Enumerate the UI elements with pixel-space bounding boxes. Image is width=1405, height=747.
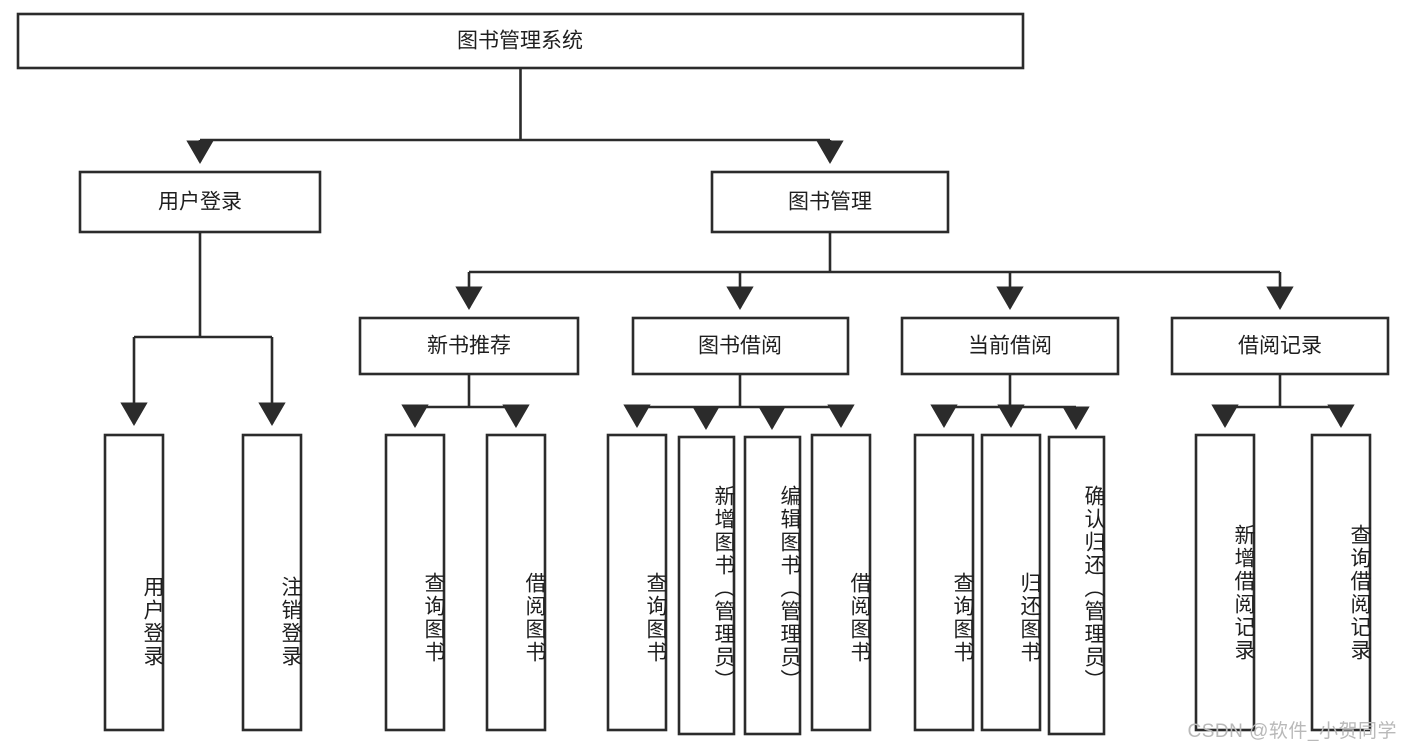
node-user-login[interactable]: 用户登录 — [78, 170, 322, 234]
node-leaf-confirm-return-box[interactable] — [1047, 435, 1106, 736]
node-leaf-borrow-book-box[interactable] — [810, 433, 872, 732]
node-current-borrow-box[interactable] — [900, 316, 1120, 376]
connector-user-login-to-leaves — [120, 232, 286, 426]
node-leaf-add-book-box[interactable] — [677, 435, 736, 736]
node-borrow-record-box[interactable] — [1170, 316, 1390, 376]
node-book-borrow-label: 图书借阅 — [698, 335, 782, 358]
node-new-book-recommend[interactable]: 新书推荐 — [358, 316, 580, 376]
node-user-login-box[interactable] — [78, 170, 322, 234]
node-leaf-add-borrow-record-box[interactable] — [1194, 433, 1256, 732]
node-borrow-record-label: 借阅记录 — [1238, 335, 1322, 358]
connector-borrow-record-to-leaves — [1211, 374, 1355, 428]
node-leaf-query-book-borrow-box[interactable] — [606, 433, 668, 732]
node-book-manage-label: 图书管理 — [788, 191, 872, 214]
node-leaf-query-book-current-box[interactable] — [913, 433, 975, 732]
connector-root-to-level1 — [186, 68, 844, 164]
node-borrow-record[interactable]: 借阅记录 — [1170, 316, 1390, 376]
connector-book-borrow-to-leaves — [623, 374, 855, 430]
node-leaf-return-book-box[interactable] — [980, 433, 1042, 732]
node-leaf-borrow-book-recommend-box[interactable] — [485, 433, 547, 732]
node-new-book-recommend-box[interactable] — [358, 316, 580, 376]
node-user-login-label: 用户登录 — [158, 191, 242, 214]
connector-new-book-recommend-to-leaves — [401, 374, 530, 428]
node-new-book-recommend-label: 新书推荐 — [427, 335, 511, 358]
node-leaf-logout-box[interactable] — [241, 433, 303, 732]
node-root-label: 图书管理系统 — [457, 30, 583, 53]
node-leaf-query-borrow-record-box[interactable] — [1310, 433, 1372, 732]
node-book-manage[interactable]: 图书管理 — [710, 170, 950, 234]
node-leaf-query-book-recommend-box[interactable] — [384, 433, 446, 732]
leaf-boxes — [103, 433, 1372, 736]
node-book-borrow-box[interactable] — [631, 316, 850, 376]
node-leaf-edit-book-box[interactable] — [743, 435, 802, 736]
node-book-borrow[interactable]: 图书借阅 — [631, 316, 850, 376]
connector-current-borrow-to-leaves — [930, 374, 1090, 430]
node-book-manage-box[interactable] — [710, 170, 950, 234]
node-leaf-user-login-box[interactable] — [103, 433, 165, 732]
connector-book-manage-to-level2 — [455, 232, 1294, 310]
node-current-borrow-label: 当前借阅 — [968, 335, 1052, 358]
node-root[interactable]: 图书管理系统 — [16, 12, 1025, 70]
node-current-borrow[interactable]: 当前借阅 — [900, 316, 1120, 376]
node-root-box[interactable] — [16, 12, 1025, 70]
watermark-text: CSDN @软件_小贺同学 — [1187, 721, 1397, 742]
